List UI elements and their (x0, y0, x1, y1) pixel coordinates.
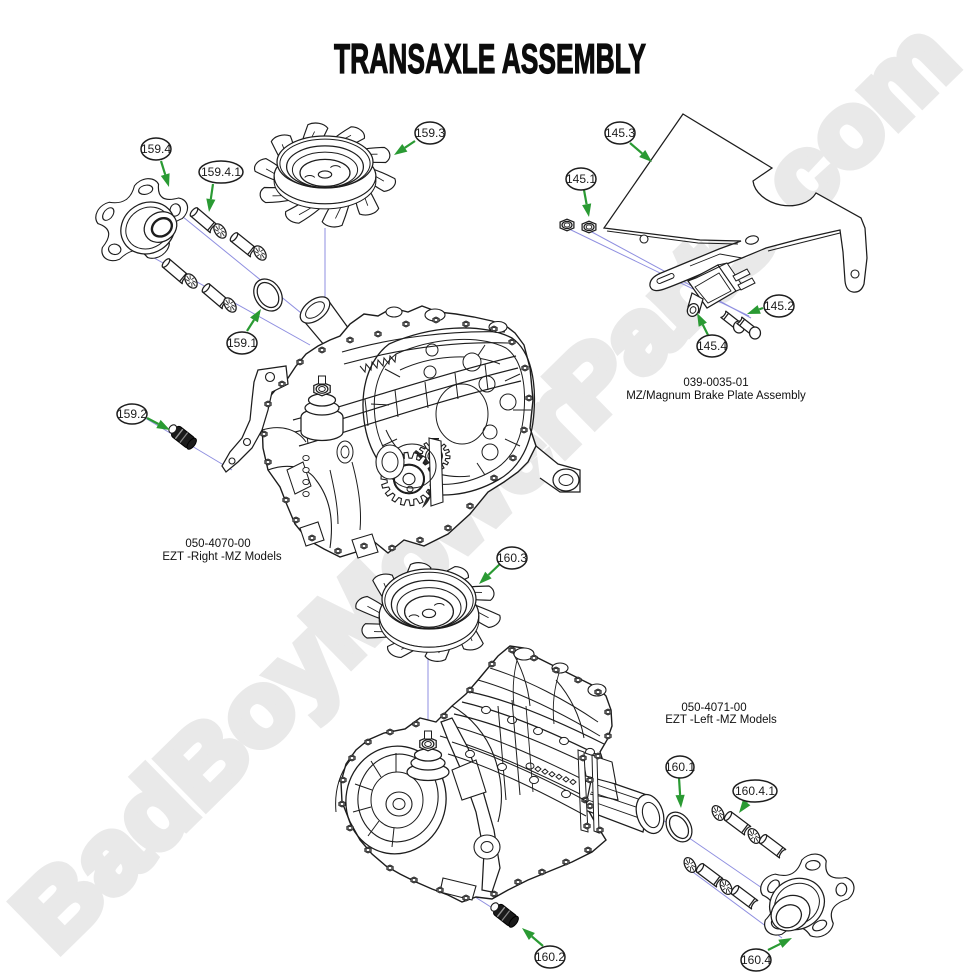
svg-text:EZT -Left -MZ Models: EZT -Left -MZ Models (665, 714, 777, 726)
svg-text:159.1: 159.1 (227, 336, 257, 350)
svg-text:145.4: 145.4 (697, 339, 727, 353)
svg-text:159.4: 159.4 (141, 142, 171, 156)
svg-text:159.2: 159.2 (117, 407, 147, 421)
svg-text:050-4070-00: 050-4070-00 (185, 538, 250, 550)
svg-text:TRANSAXLE ASSEMBLY: TRANSAXLE ASSEMBLY (334, 35, 646, 82)
svg-text:160.2: 160.2 (535, 950, 565, 964)
svg-text:160.1: 160.1 (665, 760, 695, 774)
svg-text:145.2: 145.2 (764, 299, 794, 313)
svg-text:160.4: 160.4 (741, 953, 771, 967)
svg-text:145.3: 145.3 (605, 126, 635, 140)
svg-text:EZT -Right -MZ Models: EZT -Right -MZ Models (162, 551, 282, 563)
svg-text:160.4.1: 160.4.1 (735, 784, 775, 798)
svg-text:145.1: 145.1 (566, 172, 596, 186)
svg-text:159.3: 159.3 (415, 126, 445, 140)
svg-text:050-4071-00: 050-4071-00 (681, 702, 746, 714)
svg-text:MZ/Magnum Brake Plate Assembly: MZ/Magnum Brake Plate Assembly (626, 390, 806, 402)
svg-text:039-0035-01: 039-0035-01 (683, 377, 748, 389)
svg-text:160.3: 160.3 (497, 551, 527, 565)
svg-text:159.4.1: 159.4.1 (201, 165, 241, 179)
